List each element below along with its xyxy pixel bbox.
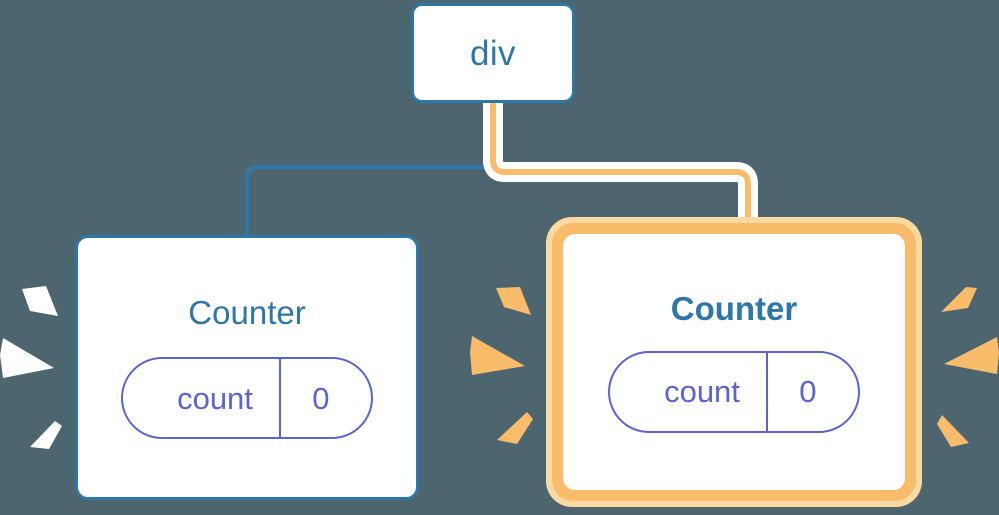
state-value: 0	[278, 359, 371, 437]
node-counter-right-highlight-glow: Counter count 0	[546, 217, 922, 507]
edge-div-to-counter-right	[490, 103, 751, 230]
node-div-label: div	[470, 33, 516, 73]
node-counter-right-label: Counter	[670, 289, 798, 327]
node-div[interactable]: div	[411, 3, 575, 103]
state-key: count	[177, 380, 253, 416]
state-pill-counter-right: count 0	[608, 350, 860, 433]
node-counter-left[interactable]: Counter count 0	[75, 235, 419, 500]
node-counter-right[interactable]: Counter count 0	[563, 234, 905, 490]
state-key: count	[664, 374, 740, 409]
edge-div-to-counter-right-halo	[483, 103, 758, 230]
state-value: 0	[765, 352, 858, 431]
node-counter-right-highlight-ring: Counter count 0	[552, 223, 916, 501]
state-pill-counter-left: count 0	[121, 357, 373, 439]
edge-div-to-counter-left	[245, 103, 495, 236]
node-counter-left-label: Counter	[188, 294, 306, 331]
